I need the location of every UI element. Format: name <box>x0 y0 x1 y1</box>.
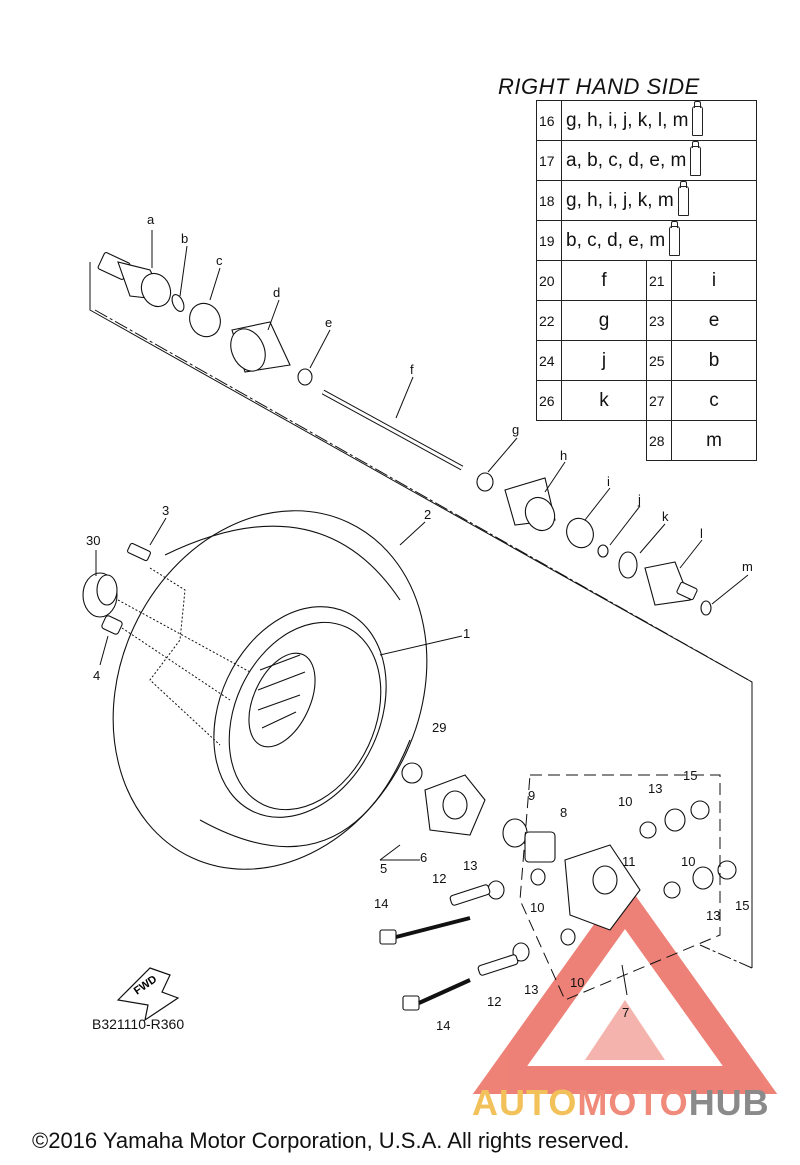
callout-j: j <box>637 492 641 507</box>
grease-tube-icon <box>690 140 702 176</box>
parts-reference-table: 16 g, h, i, j, k, l, m 17 a, b, c, d, e,… <box>536 100 757 461</box>
table-row: 28 m <box>537 420 757 461</box>
hub-knuckle-assembly <box>379 762 737 1011</box>
callout-13: 13 <box>524 982 538 997</box>
ref-number: 16 <box>536 100 562 141</box>
callout-m: m <box>742 559 753 574</box>
table-row: 24 j 25 b <box>536 340 757 381</box>
ref-number: 27 <box>646 380 672 421</box>
callout-2: 2 <box>424 507 431 522</box>
ref-code: b <box>671 340 757 381</box>
ref-codes: a, b, c, d, e, m <box>566 149 687 171</box>
table-row: 16 g, h, i, j, k, l, m <box>536 100 757 141</box>
callout-30: 30 <box>86 533 100 548</box>
callout-12: 12 <box>487 994 501 1009</box>
ref-code: k <box>561 380 647 421</box>
callout-12: 12 <box>432 871 446 886</box>
callout-14: 14 <box>436 1018 450 1033</box>
callout-6: 6 <box>420 850 427 865</box>
ref-number: 24 <box>536 340 562 381</box>
callout-labels: a b c d e f g h i j k l m 1 2 3 4 5 6 7 … <box>86 212 753 1033</box>
figure-id: B321110-R360 <box>92 1016 185 1032</box>
callout-10: 10 <box>618 794 632 809</box>
ref-number: 20 <box>536 260 562 301</box>
callout-h: h <box>560 448 567 463</box>
table-row: 18 g, h, i, j, k, m <box>536 180 757 221</box>
callout-13: 13 <box>648 781 662 796</box>
ref-codes: b, c, d, e, m <box>566 229 666 251</box>
ref-number: 26 <box>536 380 562 421</box>
grease-tube-icon <box>669 220 681 256</box>
drive-shaft-assembly <box>97 252 712 616</box>
callout-c: c <box>216 253 223 268</box>
table-row: 26 k 27 c <box>536 380 757 421</box>
assembly-frame-lines <box>89 262 753 969</box>
callout-4: 4 <box>93 668 100 683</box>
table-row: 20 f 21 i <box>536 260 757 301</box>
watermark-logo-icon <box>472 880 778 1094</box>
leader-lines <box>95 230 749 996</box>
callout-9: 9 <box>528 788 535 803</box>
callout-7: 7 <box>622 1005 629 1020</box>
callout-10: 10 <box>530 900 544 915</box>
copyright-notice: ©2016 Yamaha Motor Corporation, U.S.A. A… <box>32 1128 630 1153</box>
callout-11: 11 <box>622 854 636 869</box>
ref-number: 28 <box>646 420 672 461</box>
lug-hardware <box>82 542 151 635</box>
callout-15: 15 <box>735 898 749 913</box>
ref-code: m <box>671 420 757 461</box>
callout-10: 10 <box>681 854 695 869</box>
ref-number: 21 <box>646 260 672 301</box>
forward-arrow-icon: FWD <box>116 967 180 1022</box>
callout-1: 1 <box>463 626 470 641</box>
leader-dots <box>117 567 251 746</box>
table-title: RIGHT HAND SIDE <box>498 74 700 99</box>
callout-5: 5 <box>380 861 387 876</box>
table-row: 22 g 23 e <box>536 300 757 341</box>
callout-10: 10 <box>570 975 584 990</box>
knuckle-group-outline <box>519 774 721 1001</box>
ref-code: g <box>561 300 647 341</box>
wheel-spokes <box>257 654 306 729</box>
callout-a: a <box>147 212 155 227</box>
callout-b: b <box>181 231 188 246</box>
ref-codes: g, h, i, j, k, l, m <box>566 109 689 131</box>
callout-i: i <box>607 474 610 489</box>
callout-13: 13 <box>463 858 477 873</box>
watermark-brand: AUTOMOTOHUB <box>472 1082 770 1123</box>
ref-codes: g, h, i, j, k, m <box>566 189 674 211</box>
callout-f: f <box>410 362 414 377</box>
callout-14: 14 <box>374 896 388 911</box>
wheel-tire-assembly <box>112 510 428 870</box>
callout-g: g <box>512 422 519 437</box>
table-row: 19 b, c, d, e, m <box>536 220 757 261</box>
callout-15: 15 <box>683 768 697 783</box>
grease-tube-icon <box>677 180 689 216</box>
callout-8: 8 <box>560 805 567 820</box>
callout-e: e <box>325 315 332 330</box>
callout-l: l <box>700 526 703 541</box>
grease-tube-icon <box>692 100 704 136</box>
ref-number: 18 <box>536 180 562 221</box>
callout-13: 13 <box>706 908 720 923</box>
ref-number: 23 <box>646 300 672 341</box>
callout-d: d <box>273 285 280 300</box>
callout-k: k <box>662 509 669 524</box>
callout-29: 29 <box>432 720 446 735</box>
callout-3: 3 <box>162 503 169 518</box>
ref-code: j <box>561 340 647 381</box>
